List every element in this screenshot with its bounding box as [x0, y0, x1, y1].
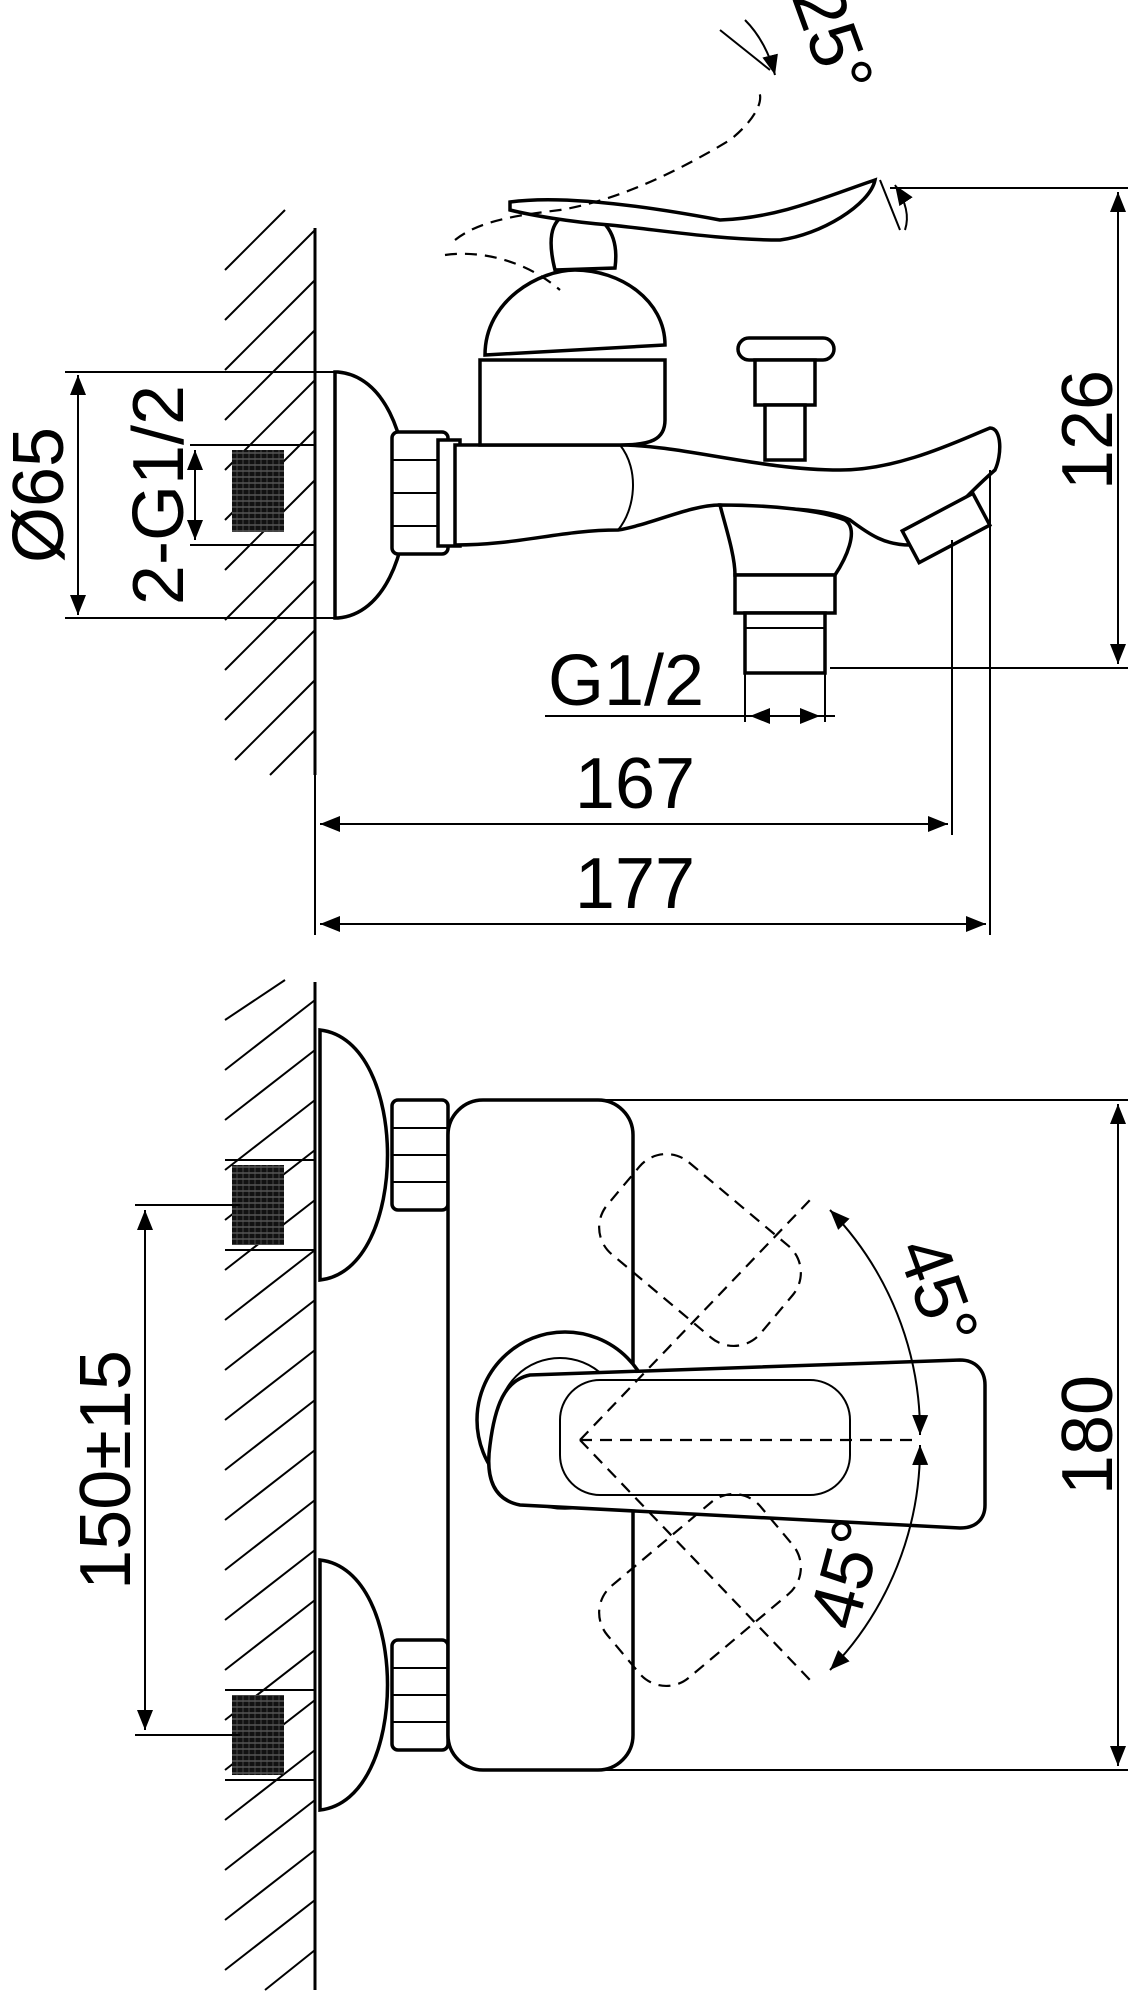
angle-label-25: 25°: [776, 0, 888, 105]
dimension-flange-diameter: Ø65: [0, 371, 340, 619]
side-view: 25° Ø65 2-G1/2 G1/2 1: [0, 0, 1128, 935]
diverter-housing: [717, 503, 854, 577]
aerator-side: [899, 490, 993, 566]
lower-flange: [318, 1558, 390, 1812]
height-label: 126: [1048, 370, 1128, 490]
thread-side: [232, 450, 284, 532]
dimension-inlet-thread: 2-G1/2: [119, 385, 240, 605]
dimension-length-total: 177: [314, 470, 991, 935]
wall-hatch-front: [224, 979, 317, 1991]
inlet-pipe-side: [225, 444, 315, 546]
front-view: 45° 45° 150±15 180: [66, 979, 1128, 1991]
angle-label-45-upper: 45°: [881, 1227, 993, 1357]
cartridge-housing: [478, 358, 667, 447]
diverter-knob: [736, 336, 836, 462]
inlet-thread-label: 2-G1/2: [119, 385, 199, 605]
handle-rotated-outlines: [579, 1152, 920, 1688]
flange-diameter-label: Ø65: [0, 427, 79, 563]
upper-thread: [232, 1165, 284, 1245]
outlet-pipe: [733, 573, 837, 675]
dimension-height: 126: [830, 187, 1128, 669]
upper-inlet-front: [225, 1028, 450, 1282]
angle-label-45-lower: 45°: [794, 1511, 899, 1637]
upper-flange: [318, 1028, 390, 1282]
dimension-outlet-thread: G1/2: [545, 641, 835, 724]
center-distance-label: 150±15: [66, 1350, 146, 1590]
length-short-label: 167: [575, 744, 695, 824]
lever-raised-lower: [444, 252, 561, 291]
lever-raised-outline: [454, 89, 762, 241]
handle-inner: [559, 1379, 851, 1496]
width-label: 180: [1048, 1375, 1128, 1495]
outlet-thread-label: G1/2: [548, 641, 704, 721]
lower-thread: [232, 1695, 284, 1775]
handle-front: [487, 1358, 987, 1530]
angle-dimension-25: 25°: [719, 0, 913, 231]
body-seam: [617, 444, 634, 531]
dimension-length-short: 167: [320, 540, 953, 835]
lower-inlet-front: [225, 1558, 450, 1812]
dimension-width: 180: [600, 1099, 1128, 1771]
cartridge-dome: [483, 268, 667, 357]
length-total-label: 177: [575, 844, 695, 924]
nut-side: [390, 430, 462, 556]
lever-side: [508, 177, 878, 242]
dimension-center-distance: 150±15: [66, 1204, 240, 1736]
